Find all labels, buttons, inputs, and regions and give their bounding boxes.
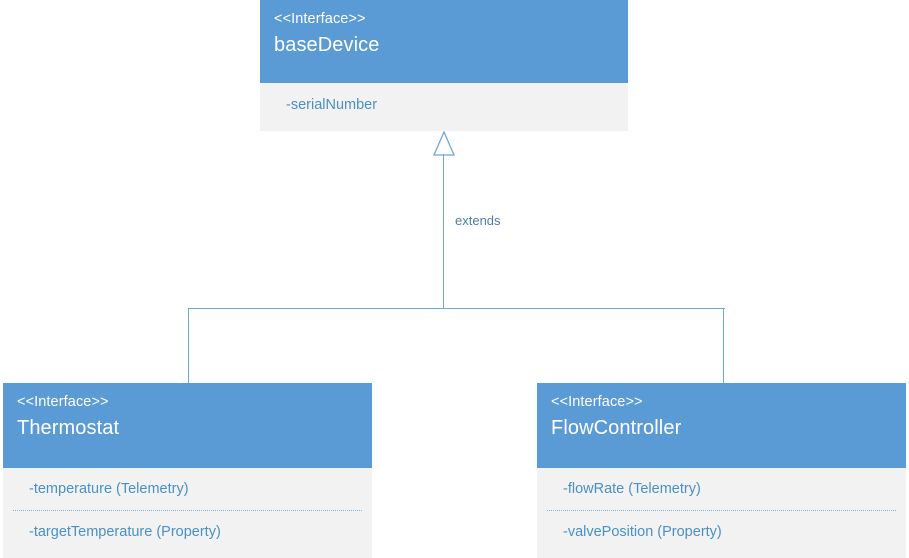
- uml-attribute-row[interactable]: -serialNumber: [286, 97, 378, 113]
- uml-class-header-flow-controller: <<Interface>> FlowController: [537, 383, 906, 468]
- uml-class-header-thermostat: <<Interface>> Thermostat: [3, 383, 372, 468]
- uml-attribute-divider: [547, 510, 896, 511]
- uml-class-name-flow-controller: FlowController: [551, 417, 682, 439]
- uml-class-header-base-device: <<Interface>> baseDevice: [260, 0, 628, 83]
- uml-stereotype-base-device: <<Interface>>: [274, 11, 366, 27]
- connector-drop-flow-controller: [723, 308, 725, 384]
- uml-attribute-compartment-base-device: -serialNumber: [260, 83, 628, 131]
- uml-attribute-compartment-flow-controller: -flowRate (Telemetry) -valvePosition (Pr…: [537, 468, 906, 558]
- uml-attribute-row[interactable]: -flowRate (Telemetry): [563, 481, 701, 497]
- uml-class-thermostat[interactable]: <<Interface>> Thermostat -temperature (T…: [3, 383, 372, 558]
- uml-attribute-row[interactable]: -valvePosition (Property): [563, 524, 722, 540]
- uml-class-name-thermostat: Thermostat: [17, 417, 120, 439]
- connector-horizontal-bus: [188, 308, 725, 310]
- uml-attribute-divider: [13, 510, 362, 511]
- connector-drop-thermostat: [188, 308, 190, 384]
- uml-attribute-row[interactable]: -targetTemperature (Property): [29, 524, 221, 540]
- uml-attribute-compartment-thermostat: -temperature (Telemetry) -targetTemperat…: [3, 468, 372, 558]
- uml-stereotype-thermostat: <<Interface>>: [17, 394, 109, 410]
- uml-attribute-row[interactable]: -temperature (Telemetry): [29, 481, 189, 497]
- uml-class-name-base-device: baseDevice: [274, 34, 380, 56]
- uml-class-flow-controller[interactable]: <<Interface>> FlowController -flowRate (…: [537, 383, 906, 558]
- connector-stem-vertical: [443, 154, 445, 309]
- uml-class-base-device[interactable]: <<Interface>> baseDevice -serialNumber: [260, 0, 628, 131]
- relationship-label-extends: extends: [455, 213, 501, 228]
- generalization-arrowhead-icon: [433, 131, 455, 156]
- uml-stereotype-flow-controller: <<Interface>>: [551, 394, 643, 410]
